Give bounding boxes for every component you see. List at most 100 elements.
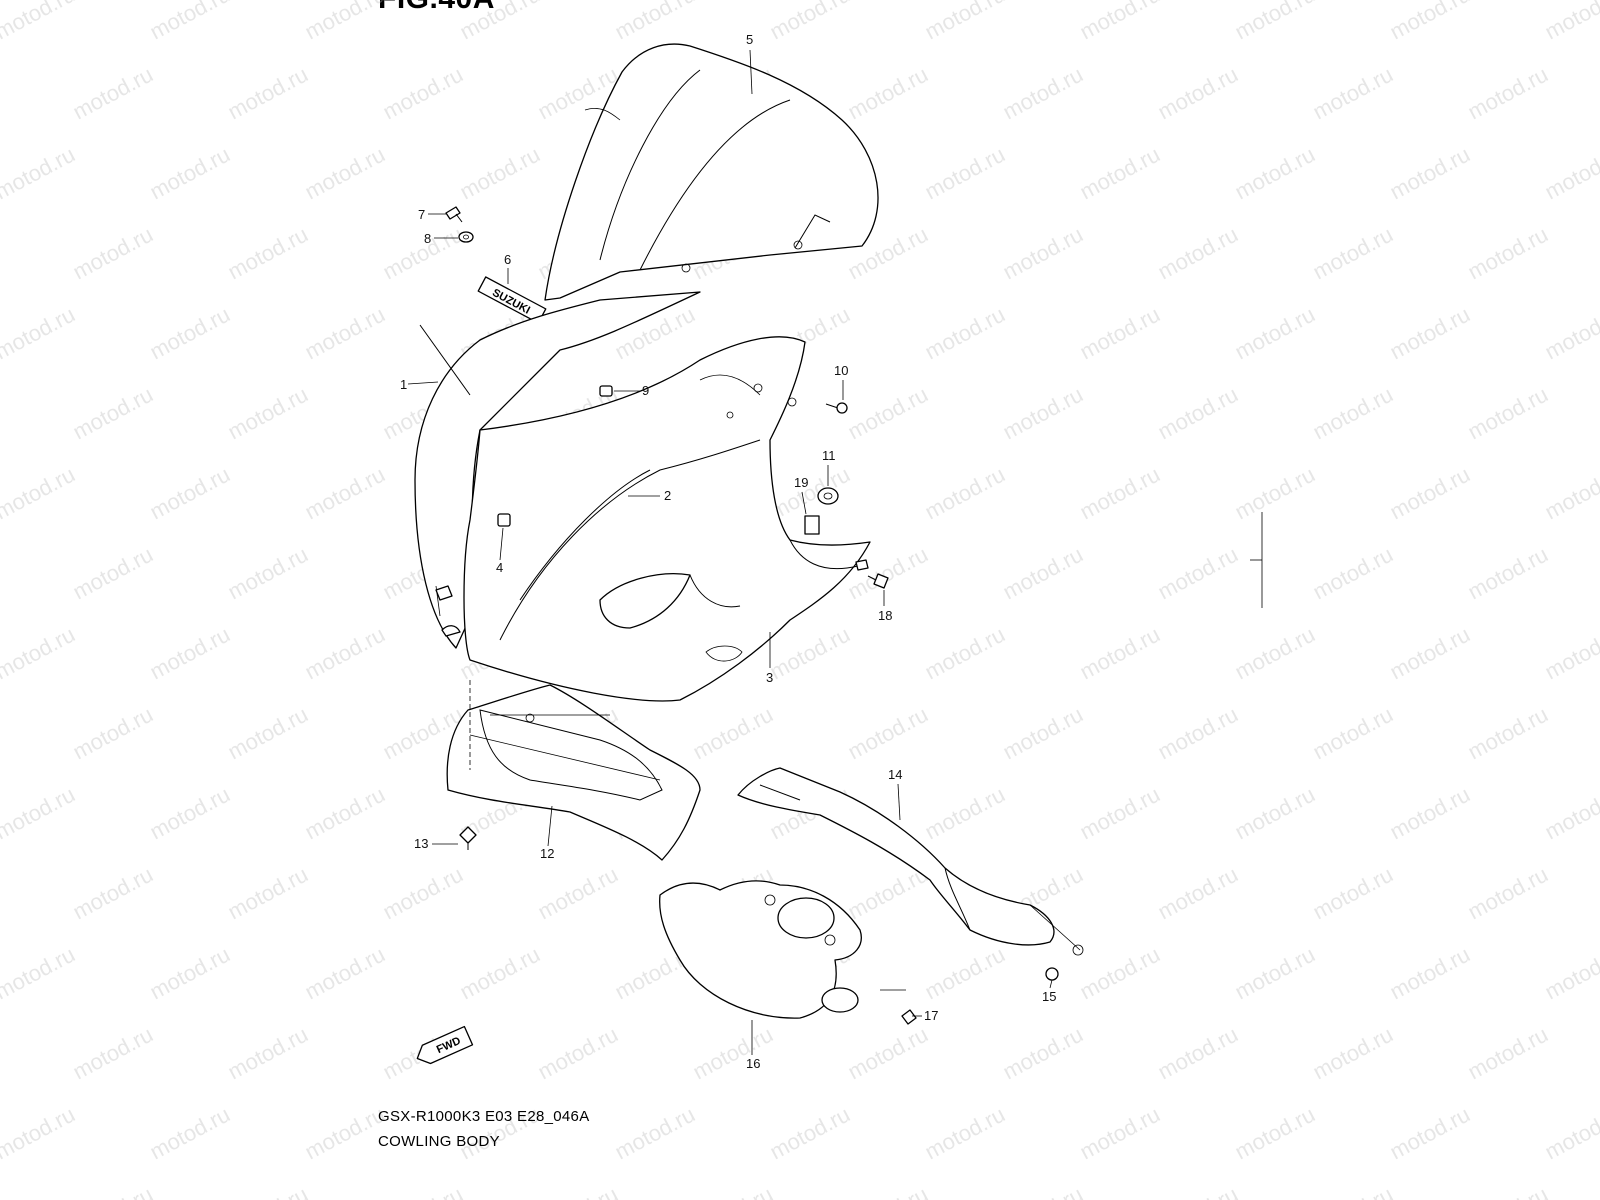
callout-4[interactable]: 4 [496,527,504,575]
callout-5[interactable]: 5 [746,32,753,95]
watermark-text: motod.ru [1464,862,1552,925]
watermark-text: motod.ru [999,382,1087,445]
part-nut-9[interactable] [599,385,613,397]
part-side-cowling[interactable] [463,336,871,702]
callout-number: 9 [642,383,649,398]
figure-title: FIG.40A [378,0,495,16]
watermark-text: motod.ru [224,382,312,445]
watermark-text: motod.ru [534,862,622,925]
watermark-text: motod.ru [69,862,157,925]
leader-line [749,49,753,95]
watermark-text: motod.ru [0,142,79,205]
watermark-text: motod.ru [1541,942,1600,1005]
watermark-text: motod.ru [0,1182,2,1200]
watermark-text: motod.ru [301,0,389,44]
callout-2[interactable]: 2 [628,488,671,503]
watermark-text: motod.ru [0,702,2,765]
callout-14[interactable]: 14 [888,767,902,821]
watermark-text: motod.ru [1386,302,1474,365]
callout-number: 15 [1042,989,1056,1004]
watermark-text: motod.ru [379,1182,467,1200]
callout-10[interactable]: 10 [834,363,848,400]
callout-12[interactable]: 12 [540,805,554,861]
callout-16[interactable]: 16 [746,1020,760,1071]
callout-8[interactable]: 8 [424,231,458,246]
watermark-text: motod.ru [844,62,932,125]
watermark-text: motod.ru [146,622,234,685]
callout-3[interactable]: 3 [766,632,773,685]
part-bolt-10[interactable] [825,402,848,414]
callout-number: 1 [400,377,407,392]
watermark-text: motod.ru [921,622,1009,685]
callout-15[interactable]: 15 [1042,979,1056,1004]
callout-11[interactable]: 11 [822,448,836,486]
watermark-text: motod.ru [146,142,234,205]
watermark-text: motod.ru [0,0,79,44]
watermark-text: motod.ru [689,1182,777,1200]
leader-line [547,805,553,847]
callout-18[interactable]: 18 [878,590,892,623]
part-inner-panel[interactable] [446,684,701,861]
watermark-text: motod.ru [1464,702,1552,765]
part-bolt-18[interactable] [867,573,889,589]
watermark-text: motod.ru [1154,702,1242,765]
watermark-text: motod.ru [146,942,234,1005]
watermark-text: motod.ru [921,142,1009,205]
watermark-text: motod.ru [1076,142,1164,205]
watermark-text: motod.ru [1231,0,1319,44]
part-bolt-17[interactable] [901,1009,917,1025]
watermark-text: motod.ru [1154,1182,1242,1200]
part-windscreen[interactable] [544,43,879,301]
callout-number: 10 [834,363,848,378]
callout-13[interactable]: 13 [414,836,458,851]
part-clip-19[interactable] [804,515,820,535]
part-bolt-15[interactable] [1045,967,1059,981]
part-washer-8[interactable] [458,231,474,243]
callout-number: 13 [414,836,428,851]
leader-line [1049,979,1053,989]
watermark-text: motod.ru [1231,302,1319,365]
callout-number: 19 [794,475,808,490]
watermark-text: motod.ru [0,1022,2,1085]
part-air-duct[interactable] [737,767,1084,956]
watermark-text: motod.ru [456,942,544,1005]
watermark-text: motod.ru [69,1182,157,1200]
callout-9[interactable]: 9 [614,383,649,398]
callout-number: 5 [746,32,753,47]
callout-17[interactable]: 17 [912,1008,938,1023]
watermark-text: motod.ru [301,302,389,365]
watermark-text: motod.ru [146,0,234,44]
callout-1[interactable]: 1 [400,377,439,392]
watermark-text: motod.ru [456,0,544,44]
watermark-text: motod.ru [1076,1102,1164,1165]
watermark-text: motod.ru [1541,462,1600,525]
callout-6[interactable]: 6 [504,252,511,284]
part-nut-4[interactable] [497,513,511,527]
watermark-text: motod.ru [0,62,2,125]
watermark-text: motod.ru [0,622,79,685]
watermark-text: motod.ru [379,222,467,285]
part-bolt-13[interactable] [459,826,477,850]
watermark-text: motod.ru [689,1022,777,1085]
watermark-text: motod.ru [1231,942,1319,1005]
callout-7[interactable]: 7 [418,207,446,222]
callout-19[interactable]: 19 [794,475,808,515]
watermark-text: motod.ru [69,382,157,445]
watermark-text: motod.ru [1231,622,1319,685]
watermark-text: motod.ru [1464,62,1552,125]
watermark-text: motod.ru [146,782,234,845]
part-lower-panel[interactable] [659,880,862,1019]
watermark-text: motod.ru [0,1102,79,1165]
callout-number: 4 [496,560,503,575]
watermark-text: motod.ru [1231,1102,1319,1165]
watermark-text: motod.ru [999,62,1087,125]
watermark-text: motod.ru [1541,302,1600,365]
part-bolt-7[interactable] [445,206,463,223]
watermark-text: motod.ru [146,302,234,365]
part-grommet-11[interactable] [817,487,839,505]
watermark-text: motod.ru [1309,702,1397,765]
watermark-text: motod.ru [1464,382,1552,445]
watermark-text: motod.ru [456,142,544,205]
